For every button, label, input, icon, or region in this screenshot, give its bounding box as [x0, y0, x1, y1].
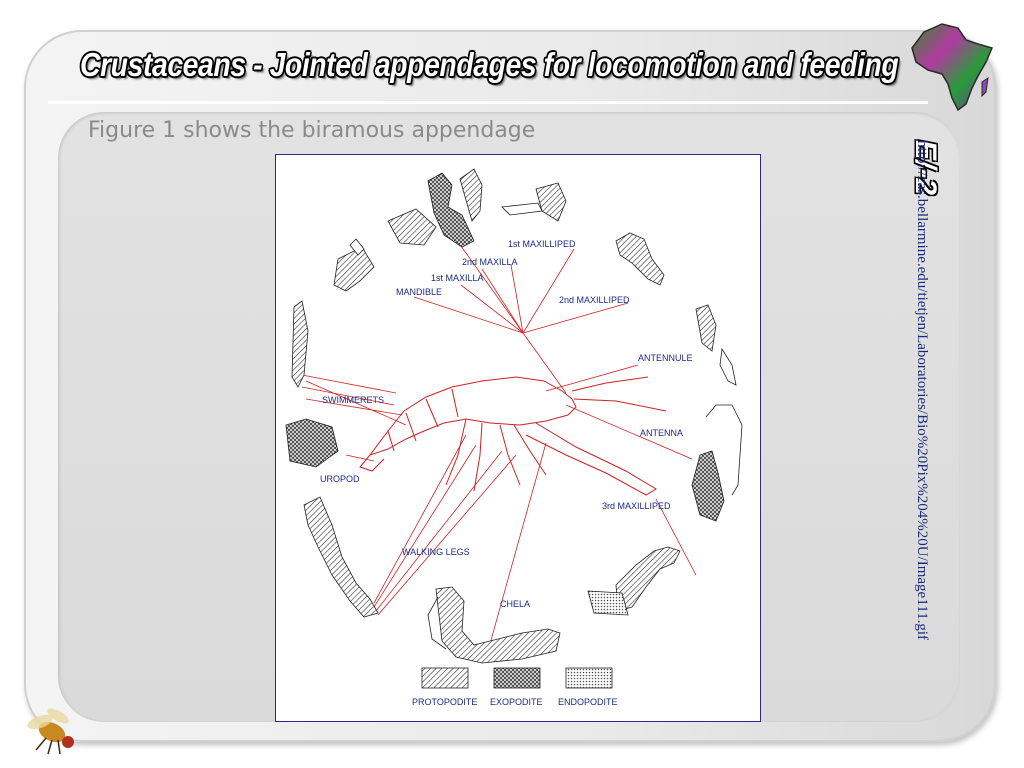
legend-label-exopodite: EXOPODITE	[490, 697, 543, 707]
legend-label-protopodite: PROTOPODITE	[412, 697, 477, 707]
label-walking-legs: WALKING LEGS	[402, 547, 470, 557]
label-swimmerets: SWIMMERETS	[322, 395, 384, 405]
legend-swatch-endopodite	[565, 667, 613, 689]
fruit-fly-icon	[18, 700, 88, 765]
leader-lines	[301, 224, 697, 652]
label-first-maxilla: 1st MAXILLA	[431, 273, 484, 283]
label-uropod: UROPOD	[320, 474, 360, 484]
slide-subtitle: Figure 1 shows the biramous appendage	[88, 118, 536, 143]
appendage-diagram: 1st MAXILLIPED 2nd MAXILLA 1st MAXILLA M…	[275, 154, 761, 722]
source-url-link[interactable]: http://cas.bellarmine.edu/tietjen/Labora…	[914, 140, 930, 641]
label-mandible: MANDIBLE	[396, 287, 442, 297]
crayfish-body	[359, 376, 667, 496]
label-third-maxilliped: 3rd MAXILLIPED	[602, 501, 671, 511]
legend-swatch-protopodite	[421, 667, 469, 689]
label-first-maxilliped: 1st MAXILLIPED	[508, 239, 576, 249]
slide-title: Crustaceans - Jointed appendages for loc…	[80, 46, 899, 83]
title-divider	[48, 101, 928, 104]
label-antennule: ANTENNULE	[638, 353, 693, 363]
legend-swatch-exopodite	[493, 667, 541, 689]
label-chela: CHELA	[500, 599, 530, 609]
label-second-maxilla: 2nd MAXILLA	[462, 257, 518, 267]
africa-logo-icon	[906, 18, 998, 119]
appendage-sketches	[285, 168, 743, 664]
label-antenna: ANTENNA	[640, 428, 683, 438]
legend: PROTOPODITE EXOPODITE ENDOPODITE	[412, 667, 618, 707]
label-second-maxilliped: 2nd MAXILLIPED	[559, 295, 630, 305]
legend-label-endopodite: ENDOPODITE	[558, 697, 618, 707]
